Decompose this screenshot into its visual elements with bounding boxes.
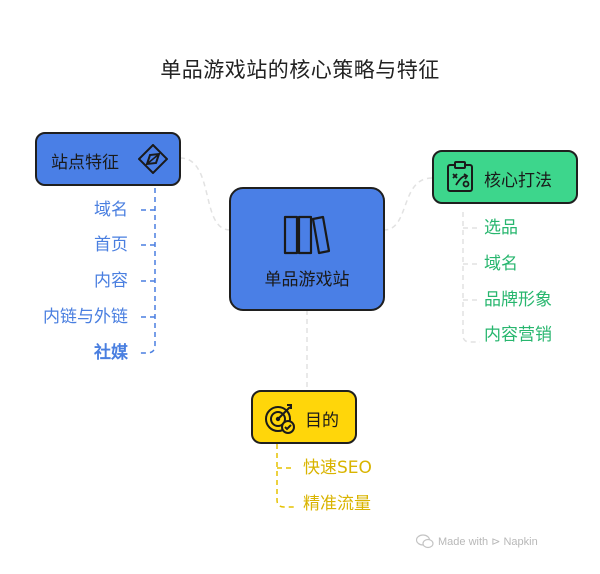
features-node-label: 站点特征 xyxy=(51,153,119,173)
features-item-social: 社媒 xyxy=(94,343,128,363)
tactics-item-content-marketing: 内容营销 xyxy=(484,325,552,345)
features-node: 站点特征 xyxy=(35,132,181,186)
center-node: 单品游戏站 xyxy=(229,187,385,311)
features-item-homepage: 首页 xyxy=(94,235,128,255)
book-columns-icon xyxy=(283,215,331,259)
tactics-item-domain: 域名 xyxy=(484,254,518,274)
tactics-node-label: 核心打法 xyxy=(484,171,552,191)
goal-node-label: 目的 xyxy=(305,411,339,431)
goal-item-fast-seo: 快速SEO xyxy=(303,458,372,478)
watermark: Made with ⊳ Napkin xyxy=(438,536,538,548)
goal-item-precise-traffic: 精准流量 xyxy=(303,494,371,514)
features-item-content: 内容 xyxy=(94,271,128,291)
page-title: 单品游戏站的核心策略与特征 xyxy=(160,58,440,82)
tactics-item-product: 选品 xyxy=(484,218,518,238)
tactics-node: 核心打法 xyxy=(432,150,578,204)
center-node-label: 单品游戏站 xyxy=(264,270,350,290)
target-check-icon xyxy=(264,402,296,438)
features-item-domain: 域名 xyxy=(94,200,128,220)
clipboard-strategy-icon xyxy=(446,161,474,197)
wechat-logo-icon xyxy=(415,534,434,553)
goal-node: 目的 xyxy=(251,390,357,444)
tactics-item-brand: 品牌形象 xyxy=(484,290,552,310)
features-item-links: 内链与外链 xyxy=(43,307,128,327)
compass-icon xyxy=(137,143,169,178)
